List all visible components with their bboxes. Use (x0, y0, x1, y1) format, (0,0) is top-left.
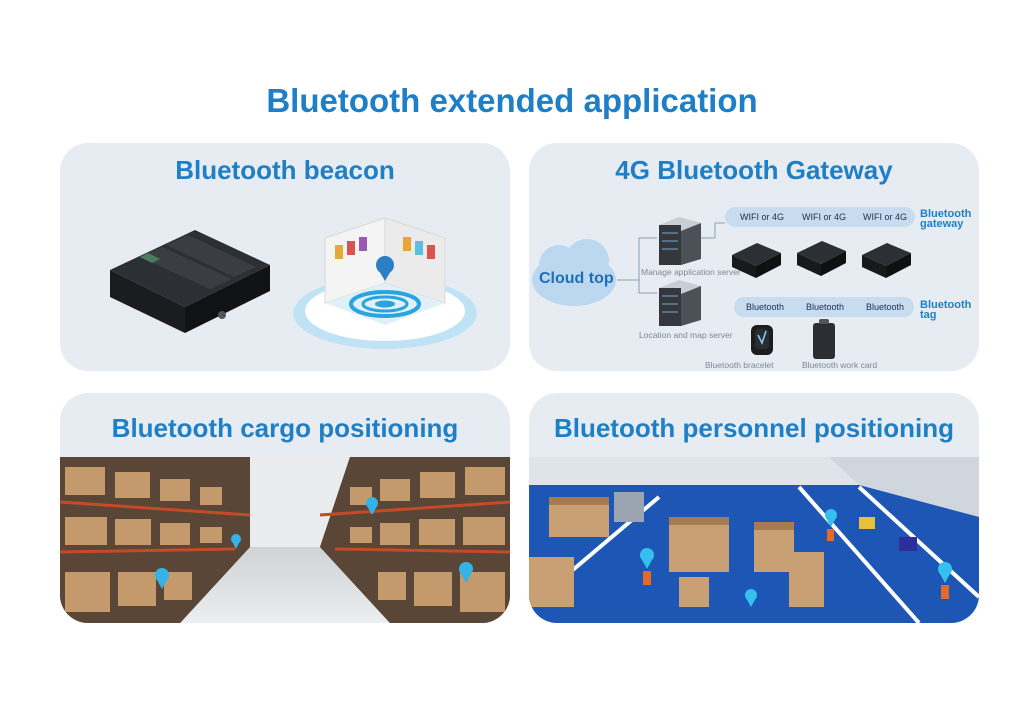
beacon-device-icon (110, 230, 270, 333)
card-bluetooth-personnel-positioning: Bluetooth personnel positioning (529, 393, 979, 623)
cloud-top-label: Cloud top (539, 270, 614, 287)
gateway-diagram (532, 207, 915, 359)
device-label-work-card: Bluetooth work card (802, 360, 878, 370)
server-label-location: Location and map server (639, 330, 733, 340)
device-label-bracelet: Bluetooth bracelet (705, 360, 774, 370)
page-title: Bluetooth extended application (266, 82, 758, 119)
gateway-device-icon (862, 243, 911, 278)
bracelet-icon (751, 325, 773, 355)
tag-side-label-line2: tag (920, 309, 937, 321)
gateway-side-label: Bluetooth gateway (920, 208, 972, 230)
tag-side-label: Bluetooth tag (920, 299, 972, 321)
gateway-pill-1: WIFI or 4G (739, 212, 784, 222)
card-title-personnel: Bluetooth personnel positioning (553, 413, 955, 443)
gateway-device-icon (732, 243, 781, 278)
map-pin-icon (155, 568, 169, 589)
card-title-beacon: Bluetooth beacon (175, 155, 395, 185)
tag-pill-3: Bluetooth (865, 302, 905, 312)
tag-side-label-line1: Bluetooth (920, 299, 972, 311)
map-pin-icon (366, 497, 378, 515)
map-pin-icon (825, 509, 837, 527)
gateway-device-icon (797, 241, 846, 276)
tag-pill-1: Bluetooth (745, 302, 785, 312)
indoor-location-illustration (293, 217, 477, 349)
server-icon (659, 280, 701, 326)
gateway-side-label-line1: Bluetooth (920, 208, 972, 220)
gateway-pill-3: WIFI or 4G (862, 212, 907, 222)
tag-pill-2: Bluetooth (805, 302, 845, 312)
map-pin-icon (938, 562, 952, 583)
cloud-icon (532, 239, 616, 306)
card-bluetooth-beacon: Bluetooth beacon (60, 143, 510, 371)
warehouse-image (60, 457, 510, 623)
work-card-icon (813, 319, 835, 359)
gateway-side-label-line2: gateway (920, 218, 964, 230)
map-pin-icon (231, 534, 241, 549)
server-icon (659, 217, 701, 265)
gateway-pill-2: WIFI or 4G (801, 212, 846, 222)
server-label-manage: Manage application server (641, 267, 741, 277)
card-title-gateway: 4G Bluetooth Gateway (615, 155, 893, 185)
card-bluetooth-cargo-positioning: Bluetooth cargo positioning (60, 393, 510, 623)
card-4g-bluetooth-gateway: 4G Bluetooth Gateway (529, 143, 979, 371)
map-pin-icon (640, 548, 654, 569)
card-title-cargo: Bluetooth cargo positioning (111, 413, 459, 443)
map-pin-icon (459, 562, 473, 583)
factory-floor-image (529, 457, 979, 623)
map-pin-icon (745, 589, 757, 607)
